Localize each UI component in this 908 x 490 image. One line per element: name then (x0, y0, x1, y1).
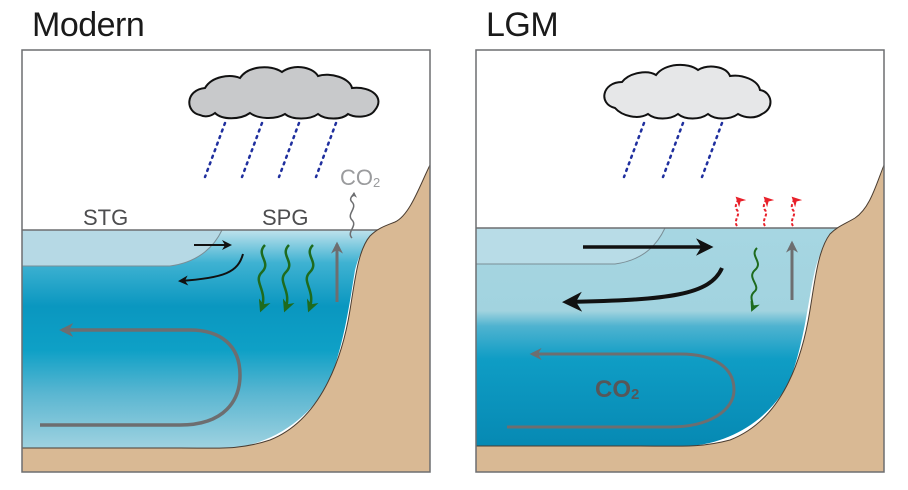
modern-deep-circulation-arrow (40, 323, 242, 427)
modern-panel: STG SPG CO2 (21, 49, 431, 473)
red-arrow (762, 196, 775, 227)
modern-co2-outgas-arrow (349, 191, 357, 239)
modern-rain-icon (203, 121, 338, 179)
modern-land (21, 164, 431, 473)
modern-cloud-icon (188, 66, 380, 120)
lgm-green-sinking-arrow (750, 247, 760, 312)
green-arrow (257, 244, 271, 313)
lgm-return-flow-arrow (562, 267, 724, 312)
modern-return-flow-arrow (178, 253, 244, 286)
lgm-red-outgas-arrows (734, 196, 803, 227)
lgm-co2-label: CO2 (595, 376, 639, 403)
stg-label: STG (83, 205, 128, 230)
lgm-land (475, 164, 885, 473)
lgm-panel-title: LGM (486, 6, 559, 44)
lgm-panel: CO2 (475, 49, 885, 473)
lgm-cloud-icon (603, 63, 772, 120)
lgm-rain-icon (622, 121, 724, 179)
green-arrow (281, 244, 295, 313)
lgm-stg-lens (475, 227, 666, 265)
red-arrow (790, 196, 803, 227)
modern-frame (21, 49, 431, 473)
modern-ocean (22, 230, 378, 448)
modern-co2-label: CO2 (340, 165, 380, 190)
modern-stg-lens (21, 229, 223, 267)
green-arrow (305, 244, 319, 313)
lgm-deep-circulation-arrow (507, 348, 736, 429)
lgm-ocean (476, 228, 838, 446)
red-arrow (734, 196, 747, 227)
lgm-frame (475, 49, 885, 473)
modern-green-sinking-arrows (257, 244, 319, 313)
modern-panel-title: Modern (32, 6, 145, 44)
spg-label: SPG (262, 205, 308, 230)
